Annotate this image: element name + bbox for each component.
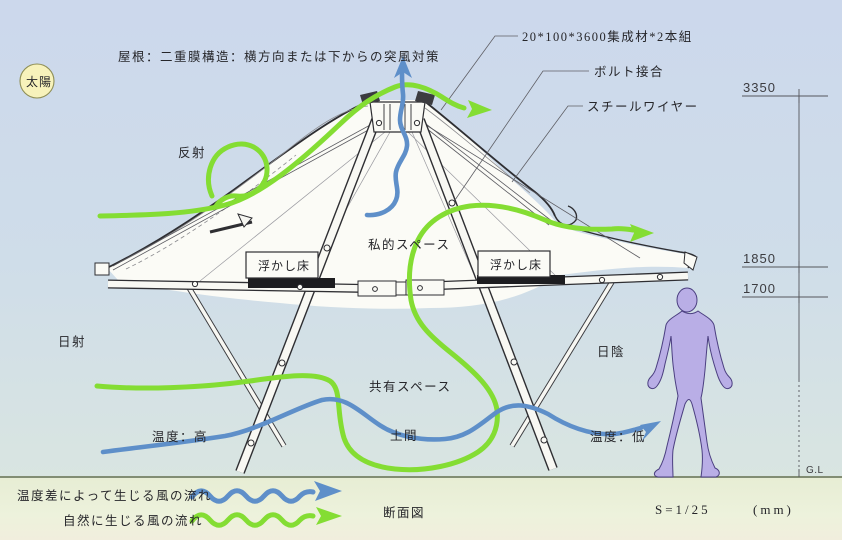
legend-natural-wind-label: 自然に生じる風の流れ — [63, 513, 203, 528]
legend-blue-wave — [189, 488, 316, 504]
membrane-dashed-left — [125, 154, 297, 270]
green-arrowhead-top — [467, 100, 492, 118]
sun-label: 太陽 — [26, 74, 52, 89]
blue-arrowhead-top — [394, 56, 412, 78]
eave-block-left — [94, 262, 110, 276]
eave-fitting-right — [683, 251, 698, 271]
legend-temp-wind-label: 温度差によって生じる風の流れ — [17, 488, 212, 503]
legend-blue-arrowhead — [314, 481, 342, 501]
label-shade: 日陰 — [597, 345, 625, 359]
temperature-wind-flow — [100, 69, 644, 455]
membrane-inner-right — [424, 107, 531, 194]
roof-note: 屋根：二重膜構造：横方向または下からの突風対策 — [118, 49, 440, 64]
main-legs — [235, 118, 558, 474]
green-flow-lower — [94, 202, 636, 473]
green-reflection-loop — [206, 141, 270, 209]
floating-floor-bar-left — [248, 278, 335, 288]
roof-edge-left — [106, 99, 373, 269]
label-floating-floor-left: 浮かし床 — [258, 259, 310, 273]
label-solar: 日射 — [58, 334, 86, 349]
callout-lumber: 20*100*3600集成材*2本組 — [522, 29, 693, 44]
blue-flow-horizontal — [100, 396, 644, 455]
leader-lines — [440, 35, 589, 201]
floating-floor-box-right — [477, 250, 551, 278]
ground-area — [0, 478, 842, 540]
green-flow-upper — [97, 82, 467, 219]
label-reflection: 反射 — [178, 145, 206, 160]
label-shared-space: 共有スペース — [369, 380, 452, 394]
scale-label: S=1/25 — [655, 502, 711, 517]
legend-green-arrowhead — [316, 507, 342, 525]
dim-3350: 3350 — [743, 80, 776, 95]
bolt-circles — [191, 119, 664, 447]
floating-floor-box-left — [245, 251, 319, 279]
callout-bolt-joint: ボルト接合 — [594, 64, 664, 79]
label-temp-low: 温度：低 — [590, 429, 646, 444]
dim-1700: 1700 — [743, 281, 776, 296]
label-doma: 土間 — [390, 429, 418, 443]
legend-arrows — [189, 481, 342, 528]
center-plates — [357, 279, 445, 297]
legend-green-wave — [189, 512, 316, 528]
apex-cap-right — [415, 91, 435, 105]
blue-flow-rising — [364, 69, 410, 218]
label-floating-floor-right: 浮かし床 — [490, 258, 542, 272]
unit-label: (mm) — [753, 502, 794, 517]
sun-icon: 太陽 — [19, 63, 55, 99]
label-gl: G.L — [806, 465, 824, 476]
dim-1850: 1850 — [743, 251, 776, 266]
callout-steel-wire: スチールワイヤー — [587, 100, 699, 114]
human-figure — [647, 287, 733, 478]
drawing-title: 断面図 — [383, 505, 425, 520]
roof-fold-right — [554, 205, 578, 226]
label-temp-high: 温度：高 — [152, 429, 208, 444]
natural-wind-flow — [94, 82, 636, 473]
apex-assembly — [360, 91, 435, 133]
dimension-lines — [742, 89, 828, 477]
roof-edge-right — [422, 99, 556, 217]
green-arrowhead-right — [630, 224, 654, 242]
vent-flap — [209, 213, 253, 234]
blue-arrowhead-right — [640, 421, 661, 441]
tent-structure — [94, 91, 698, 474]
label-private-space: 私的スペース — [368, 237, 451, 252]
